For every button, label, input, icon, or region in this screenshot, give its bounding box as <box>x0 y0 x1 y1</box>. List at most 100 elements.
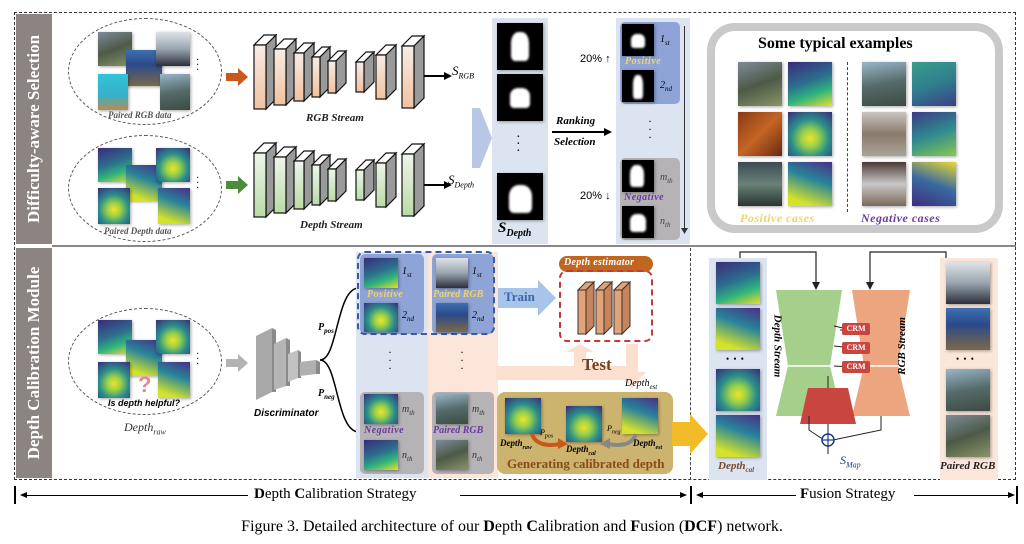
s-depth-panel-label: SDepth <box>498 220 532 239</box>
ellipsis-icon: ··· <box>388 345 392 375</box>
arrow-right-icon <box>226 176 248 194</box>
network-layer <box>292 41 316 103</box>
depth-thumbnail <box>364 258 398 288</box>
example-depth <box>912 162 956 206</box>
depth-raw-label: Depthraw <box>124 420 166 437</box>
depth-cal-thumbnail <box>566 406 602 442</box>
rgb-thumbnail <box>160 74 190 110</box>
network-layer <box>292 149 316 211</box>
depth-thumbnail <box>98 362 130 398</box>
arrow-left-icon <box>696 492 703 498</box>
rank-m: mth <box>472 404 485 417</box>
train-arrow <box>498 280 556 316</box>
arrow-head-icon <box>444 181 452 189</box>
depth-cal-label: Depthcal <box>718 460 755 475</box>
depth-raw-thumbnail <box>505 398 541 434</box>
p-pos-label: Ppos <box>318 322 334 335</box>
rgb-data-ellipse <box>68 18 222 125</box>
rank-second: 2nd <box>660 80 672 93</box>
section-divider <box>52 245 1016 247</box>
saliency-map <box>622 160 654 192</box>
network-layer <box>326 157 348 203</box>
depth-thumbnail <box>158 188 190 224</box>
depth-thumbnail <box>156 320 190 354</box>
train-selection-box <box>357 251 495 335</box>
rank-first: 1st <box>472 266 482 279</box>
arrow-down-icon <box>681 228 688 234</box>
section-label-depth-calibration-module: Depth Calibration Module <box>16 248 52 478</box>
arrow-head-icon <box>604 128 612 136</box>
depth-thumbnail <box>364 440 398 470</box>
paired-rgb-label: Paired RGB <box>433 289 484 300</box>
discriminator-label: Discriminator <box>254 408 319 419</box>
rgb-thumbnail <box>436 440 468 470</box>
arrow-head-icon <box>444 72 452 80</box>
rank-n: nth <box>472 450 483 463</box>
rgb-thumbnail <box>946 308 990 350</box>
saliency-map <box>622 24 654 56</box>
network-layer <box>272 145 298 215</box>
saliency-map <box>497 173 543 220</box>
ellipsis-icon: ··· <box>648 114 652 144</box>
network-layer <box>310 153 332 207</box>
curved-arrow-icon <box>600 433 638 449</box>
arrow-right-icon <box>1008 492 1015 498</box>
example-depth <box>788 62 832 106</box>
crm-block: CRM <box>842 361 870 373</box>
test-arrow <box>496 344 646 388</box>
rgb-thumbnail <box>436 394 468 424</box>
network-layer <box>272 37 298 107</box>
fusion-divider <box>690 248 691 480</box>
network-layer <box>354 50 376 94</box>
saliency-map <box>622 70 654 102</box>
rgb-thumbnail <box>436 258 468 288</box>
network-layer <box>354 158 376 202</box>
gen-depth-cal-label: Depthcal <box>566 444 596 457</box>
example-depth <box>912 62 956 106</box>
depth-estimator-badge <box>559 256 653 272</box>
rank-m: mth <box>402 404 415 417</box>
depth-cal-thumbnail <box>716 262 760 304</box>
depth-cal-thumbnail <box>716 369 760 411</box>
section-title: Depth Calibration Module <box>24 266 43 460</box>
rank-n: nth <box>402 450 413 463</box>
strategy-line <box>22 495 248 496</box>
test-label: Test <box>582 355 612 374</box>
crm-block: CRM <box>842 342 870 354</box>
depth-thumbnail <box>158 362 190 398</box>
network-layer <box>400 142 426 218</box>
rgb-thumbnail <box>946 369 990 411</box>
positive-cases-label: Positive cases <box>740 211 815 225</box>
gen-p-pos-label: Ppos <box>540 428 554 440</box>
gen-p-neg-label: Pneg <box>607 424 621 436</box>
network-layer <box>310 45 332 99</box>
network-layer <box>374 43 398 101</box>
section-title: Difficulty-aware Selection <box>24 34 43 224</box>
example-depth <box>912 112 956 156</box>
depth-cal-thumbnail <box>716 308 760 350</box>
paired-rgb-label: Paired RGB <box>433 425 484 436</box>
strategy-line <box>698 495 796 496</box>
rgb-stream-label: RGB Stream <box>306 112 364 124</box>
ellipsis-icon: ··· <box>196 173 200 194</box>
rgb-stream-network <box>252 33 426 111</box>
depth-thumbnail <box>156 148 190 182</box>
rgb-stream-label-holder: RGB Stream <box>896 290 911 410</box>
output-arrow <box>424 75 444 77</box>
ellipsis-icon: • • • <box>956 354 975 364</box>
depth-calibration-strategy-label: Depth Calibration Strategy <box>254 486 417 502</box>
rgb-thumbnail <box>98 74 128 110</box>
ranking-arrow <box>552 131 604 133</box>
example-depth <box>788 162 832 206</box>
rank-first: 1st <box>660 34 670 47</box>
strategy-tick <box>690 486 692 504</box>
negative-label: Negative <box>364 425 405 436</box>
arrow-right-icon <box>226 354 248 372</box>
p-neg-label: Pneg <box>318 388 335 401</box>
gen-depth-raw-label: Depthraw <box>500 438 532 451</box>
depth-data-label: Paired Depth data <box>104 226 172 236</box>
arrow-right-icon <box>226 68 248 86</box>
network-layer <box>326 49 348 95</box>
ellipsis-icon: ··· <box>196 55 200 76</box>
examples-title: Some typical examples <box>758 35 913 52</box>
